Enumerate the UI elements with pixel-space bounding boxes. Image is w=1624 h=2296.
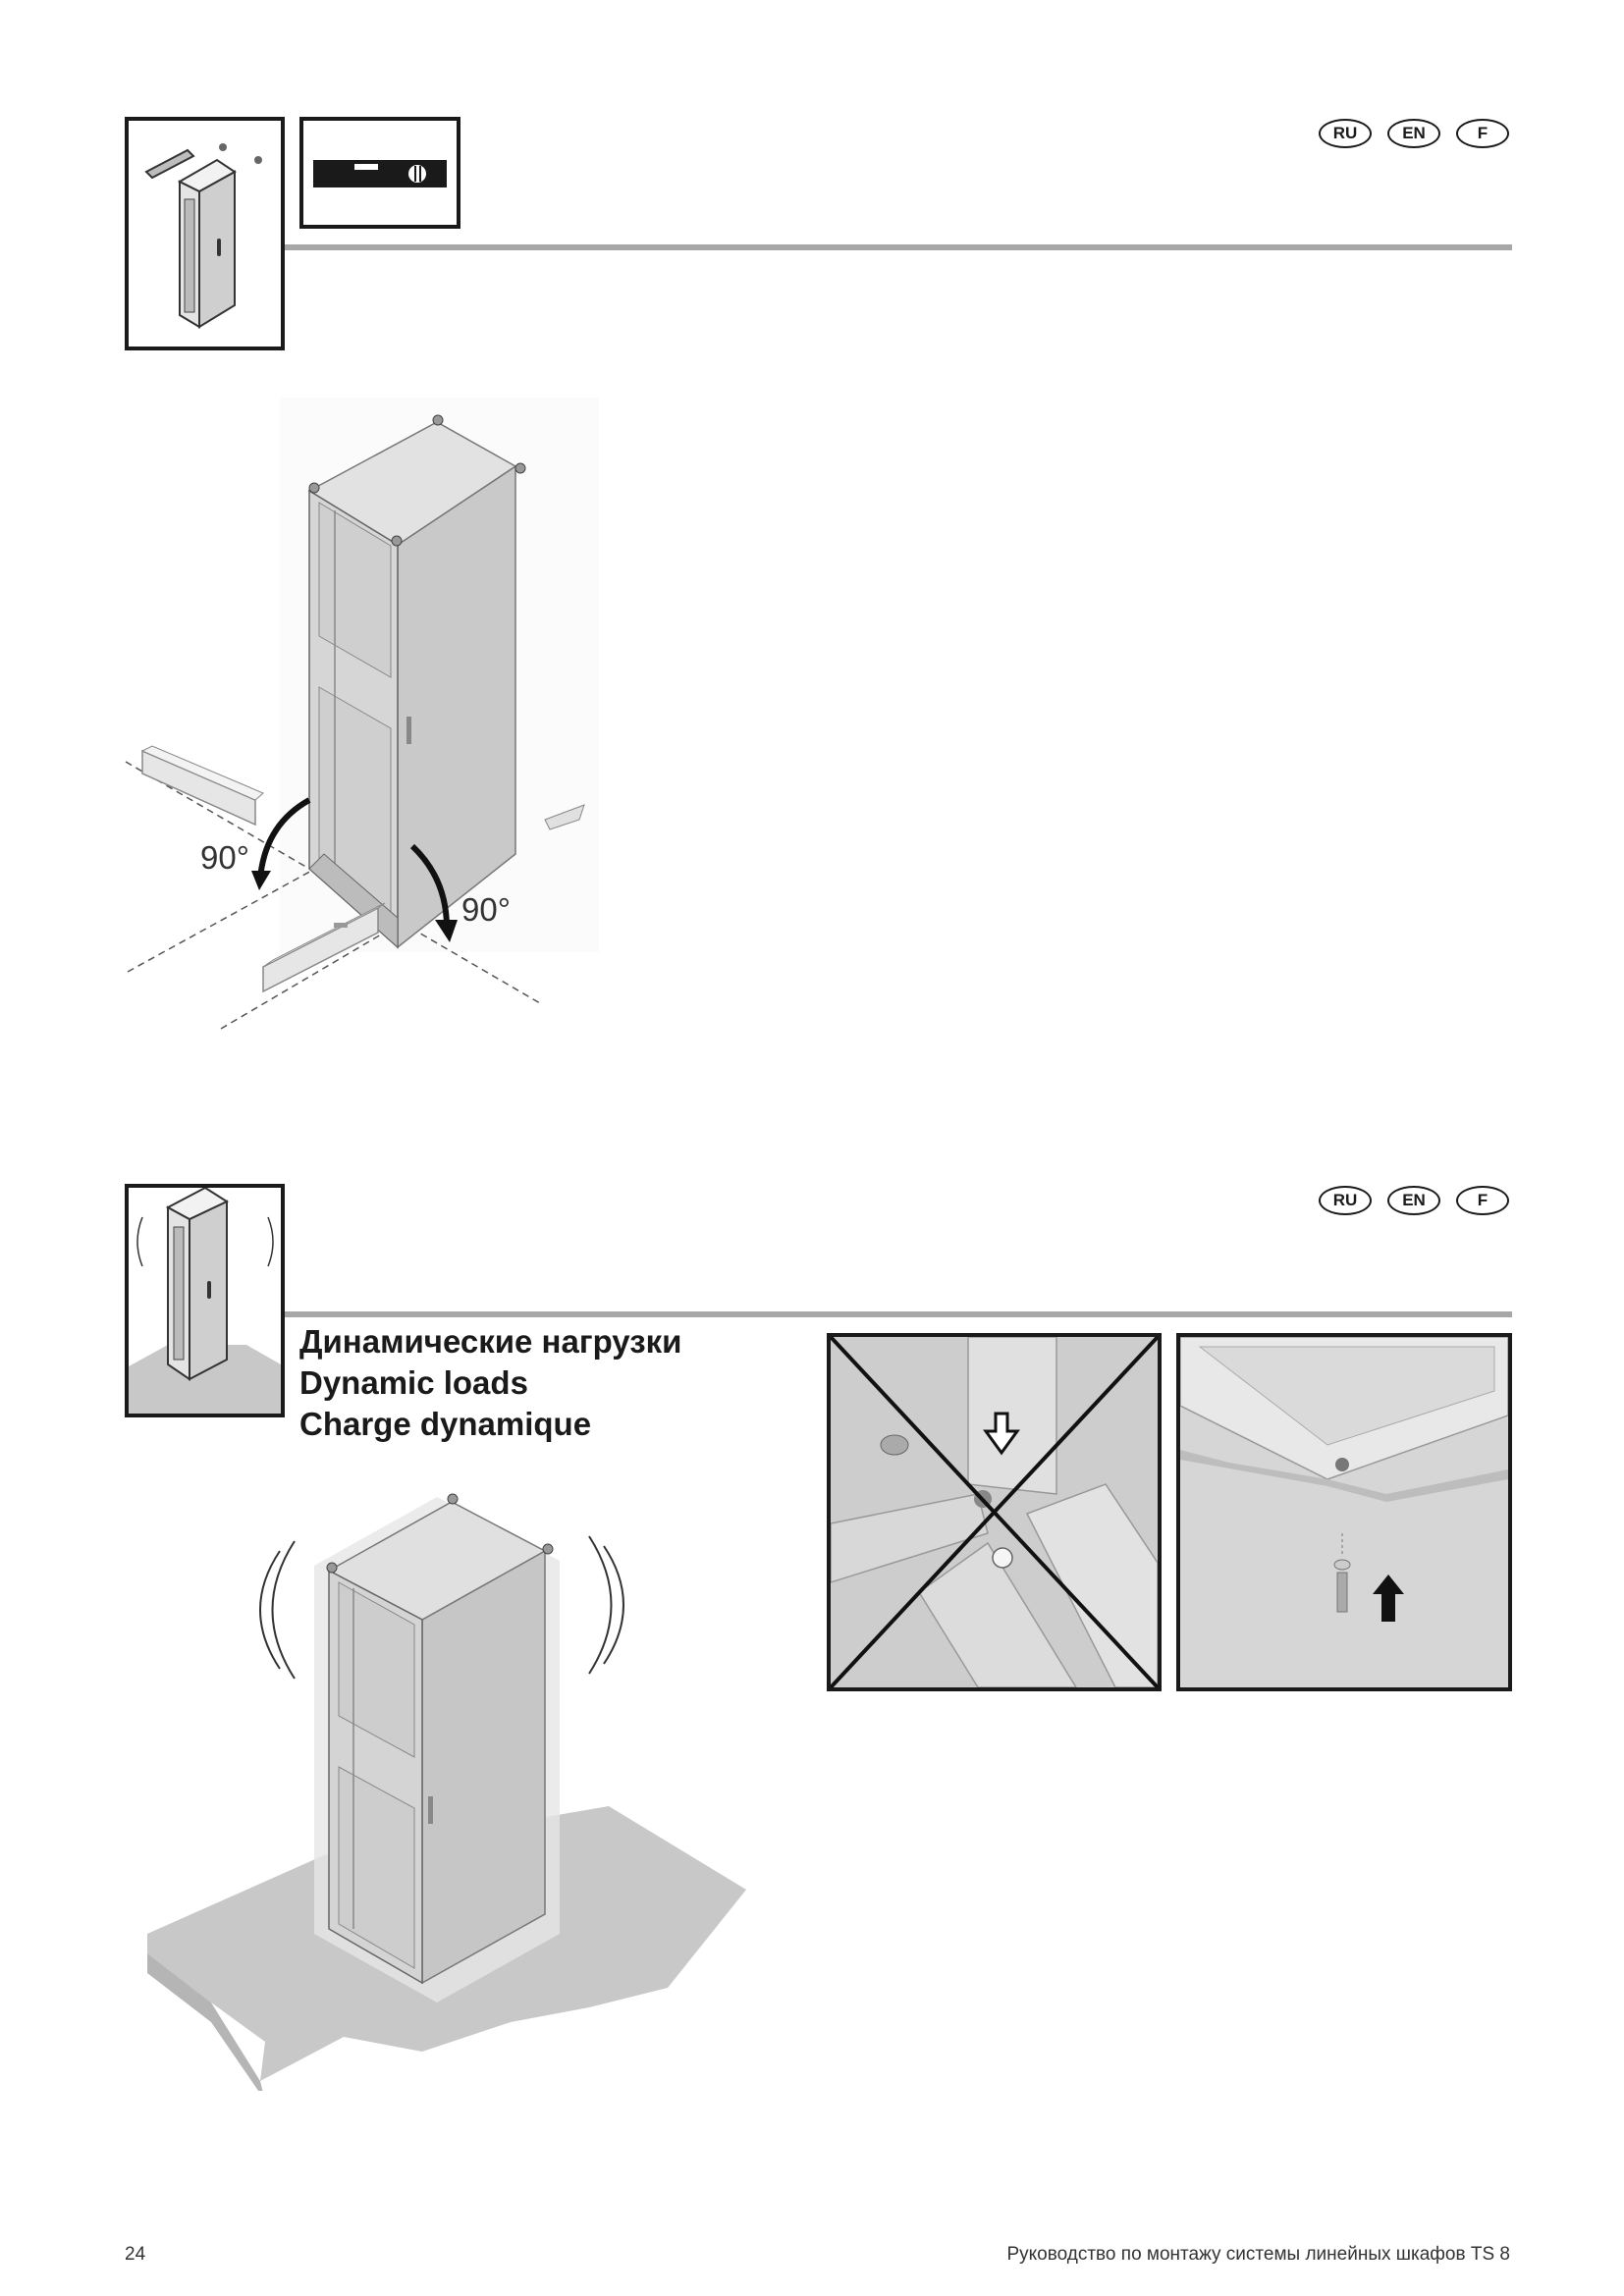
angle-label-left: 90°: [200, 839, 249, 876]
document-title: Руководство по монтажу системы линейных …: [1006, 2244, 1510, 2265]
base-bolt-detail-icon: [1180, 1337, 1508, 1687]
crossed-out-frame-icon: [831, 1337, 1158, 1687]
language-badge-ru: RU: [1319, 119, 1372, 148]
section2-divider: [285, 1311, 1512, 1317]
language-badge-en: EN: [1387, 119, 1440, 148]
language-badge-en: EN: [1387, 1186, 1440, 1215]
section1-divider: [285, 244, 1512, 250]
correct-mounting-detail: [1176, 1333, 1512, 1691]
section2-cabinet-thumbnail: [125, 1184, 285, 1417]
heading-fr: Charge dynamique: [299, 1406, 592, 1442]
language-badge-ru: RU: [1319, 1186, 1372, 1215]
section1-cabinet-thumbnail: [125, 117, 285, 350]
language-badge-fr: F: [1456, 119, 1509, 148]
spirit-level-thumbnail: [299, 117, 460, 229]
vibrating-cabinet-icon: [129, 1186, 281, 1414]
section2-heading: Динамические нагрузки Dynamic loads Char…: [299, 1321, 681, 1445]
cabinet-level-icon: [144, 143, 262, 329]
page-number: 24: [125, 2244, 146, 2265]
dynamic-load-illustration: [147, 1493, 746, 2091]
heading-ru: Динамические нагрузки: [299, 1323, 682, 1360]
angle-label-right: 90°: [461, 891, 511, 928]
section1-language-badges: RU EN F: [1319, 119, 1509, 148]
section2-language-badges: RU EN F: [1319, 1186, 1509, 1215]
incorrect-mounting-detail: [827, 1333, 1162, 1691]
heading-en: Dynamic loads: [299, 1364, 528, 1401]
spirit-level-icon: [313, 160, 447, 187]
cabinet-leveling-illustration: 90° 90°: [125, 398, 599, 1030]
language-badge-fr: F: [1456, 1186, 1509, 1215]
